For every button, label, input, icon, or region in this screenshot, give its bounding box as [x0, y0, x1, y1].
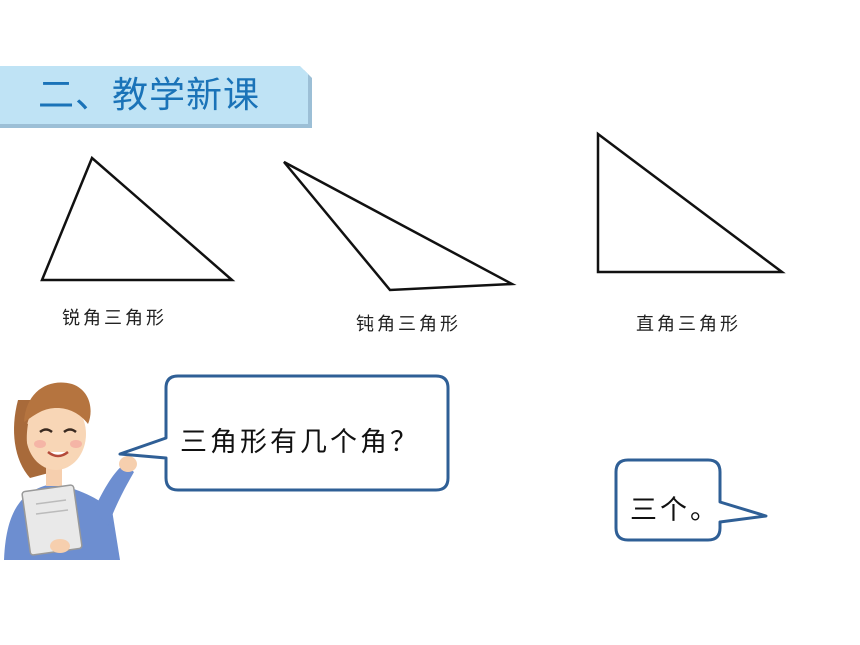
- acute-triangle-label: 锐角三角形: [62, 308, 167, 329]
- right-triangle-label: 直角三角形: [636, 314, 741, 335]
- banner-shape: [0, 66, 312, 128]
- obtuse-triangle: [283, 160, 517, 292]
- question-text: 三角形有几个角？: [180, 427, 420, 458]
- teacher-illustration-icon: [4, 382, 137, 560]
- obtuse-triangle-label: 钝角三角形: [356, 314, 461, 335]
- answer-bubble: [614, 458, 768, 542]
- section-banner: 二、教学新课: [0, 66, 312, 128]
- acute-triangle: [40, 155, 236, 282]
- right-triangle: [596, 131, 786, 274]
- question-bubble: [118, 374, 450, 492]
- answer-text: 三个。: [630, 495, 720, 526]
- section-title: 二、教学新课: [38, 75, 261, 116]
